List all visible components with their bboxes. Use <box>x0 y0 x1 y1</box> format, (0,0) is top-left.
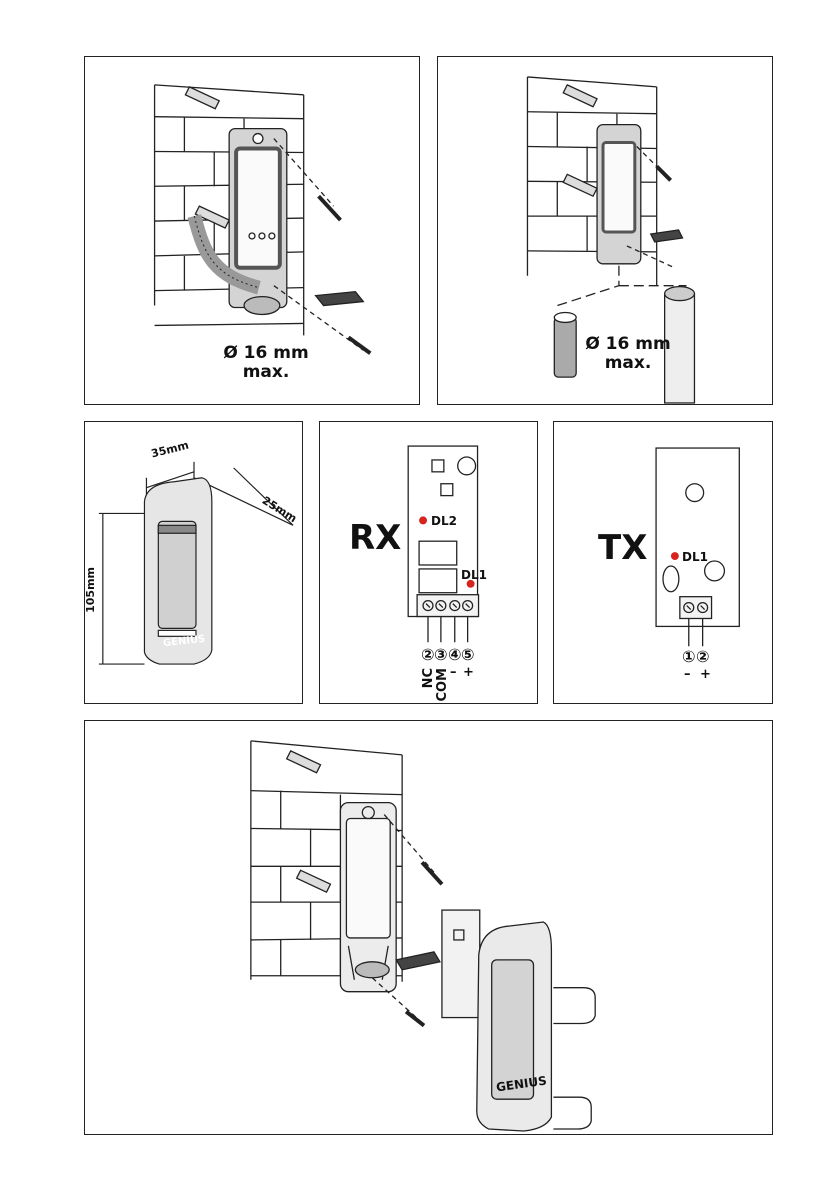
max-text: max. <box>578 354 678 373</box>
device-dimensions-illustration <box>85 422 302 703</box>
dl1-label: DL1 <box>461 569 487 582</box>
diameter-text: Ø 16 mm <box>578 335 678 354</box>
terminal-number-1: ① <box>682 648 696 666</box>
conduit-diameter-label: Ø 16 mm max. <box>211 344 321 381</box>
panel-exploded-assembly: GENIUS <box>84 720 773 1135</box>
terminal-number-2: ② <box>421 646 435 664</box>
height-dimension: 105mm <box>85 567 97 613</box>
dl2-label: DL2 <box>431 515 457 528</box>
panel-tx-board: TX DL1 ① ② – + <box>553 421 773 704</box>
dl1-led <box>671 552 679 560</box>
dl2-led <box>419 516 427 524</box>
terminal-number-3: ③ <box>434 646 448 664</box>
terminal-number-2: ② <box>696 648 710 666</box>
terminal-label-plus: + <box>463 666 474 680</box>
rx-title: RX <box>349 520 401 557</box>
diameter-text: Ø 16 mm <box>211 344 321 363</box>
terminal-label-plus: + <box>700 668 711 682</box>
terminal-number-4: ④ <box>448 646 462 664</box>
max-text: max. <box>211 363 321 382</box>
terminal-label-com: COM <box>436 668 450 702</box>
panel-wall-mount-post: Ø 16 mm max. <box>437 56 773 405</box>
panel-wall-mount-conduit: Ø 16 mm max. <box>84 56 420 405</box>
dl1-label: DL1 <box>682 551 708 564</box>
terminal-label-minus: – <box>450 666 457 680</box>
panel-rx-board: RX DL2 DL1 ② ③ ④ ⑤ NC COM – + <box>319 421 538 704</box>
tx-board-illustration <box>554 422 772 703</box>
conduit-diameter-label: Ø 16 mm max. <box>578 335 678 372</box>
panel-dimensions: 35mm 25mm 105mm GENIUS <box>84 421 303 704</box>
terminal-label-minus: – <box>684 668 691 682</box>
terminal-label-nc: NC <box>422 668 436 688</box>
exploded-assembly-illustration <box>85 721 772 1134</box>
terminal-number-5: ⑤ <box>461 646 475 664</box>
tx-title: TX <box>598 530 647 567</box>
